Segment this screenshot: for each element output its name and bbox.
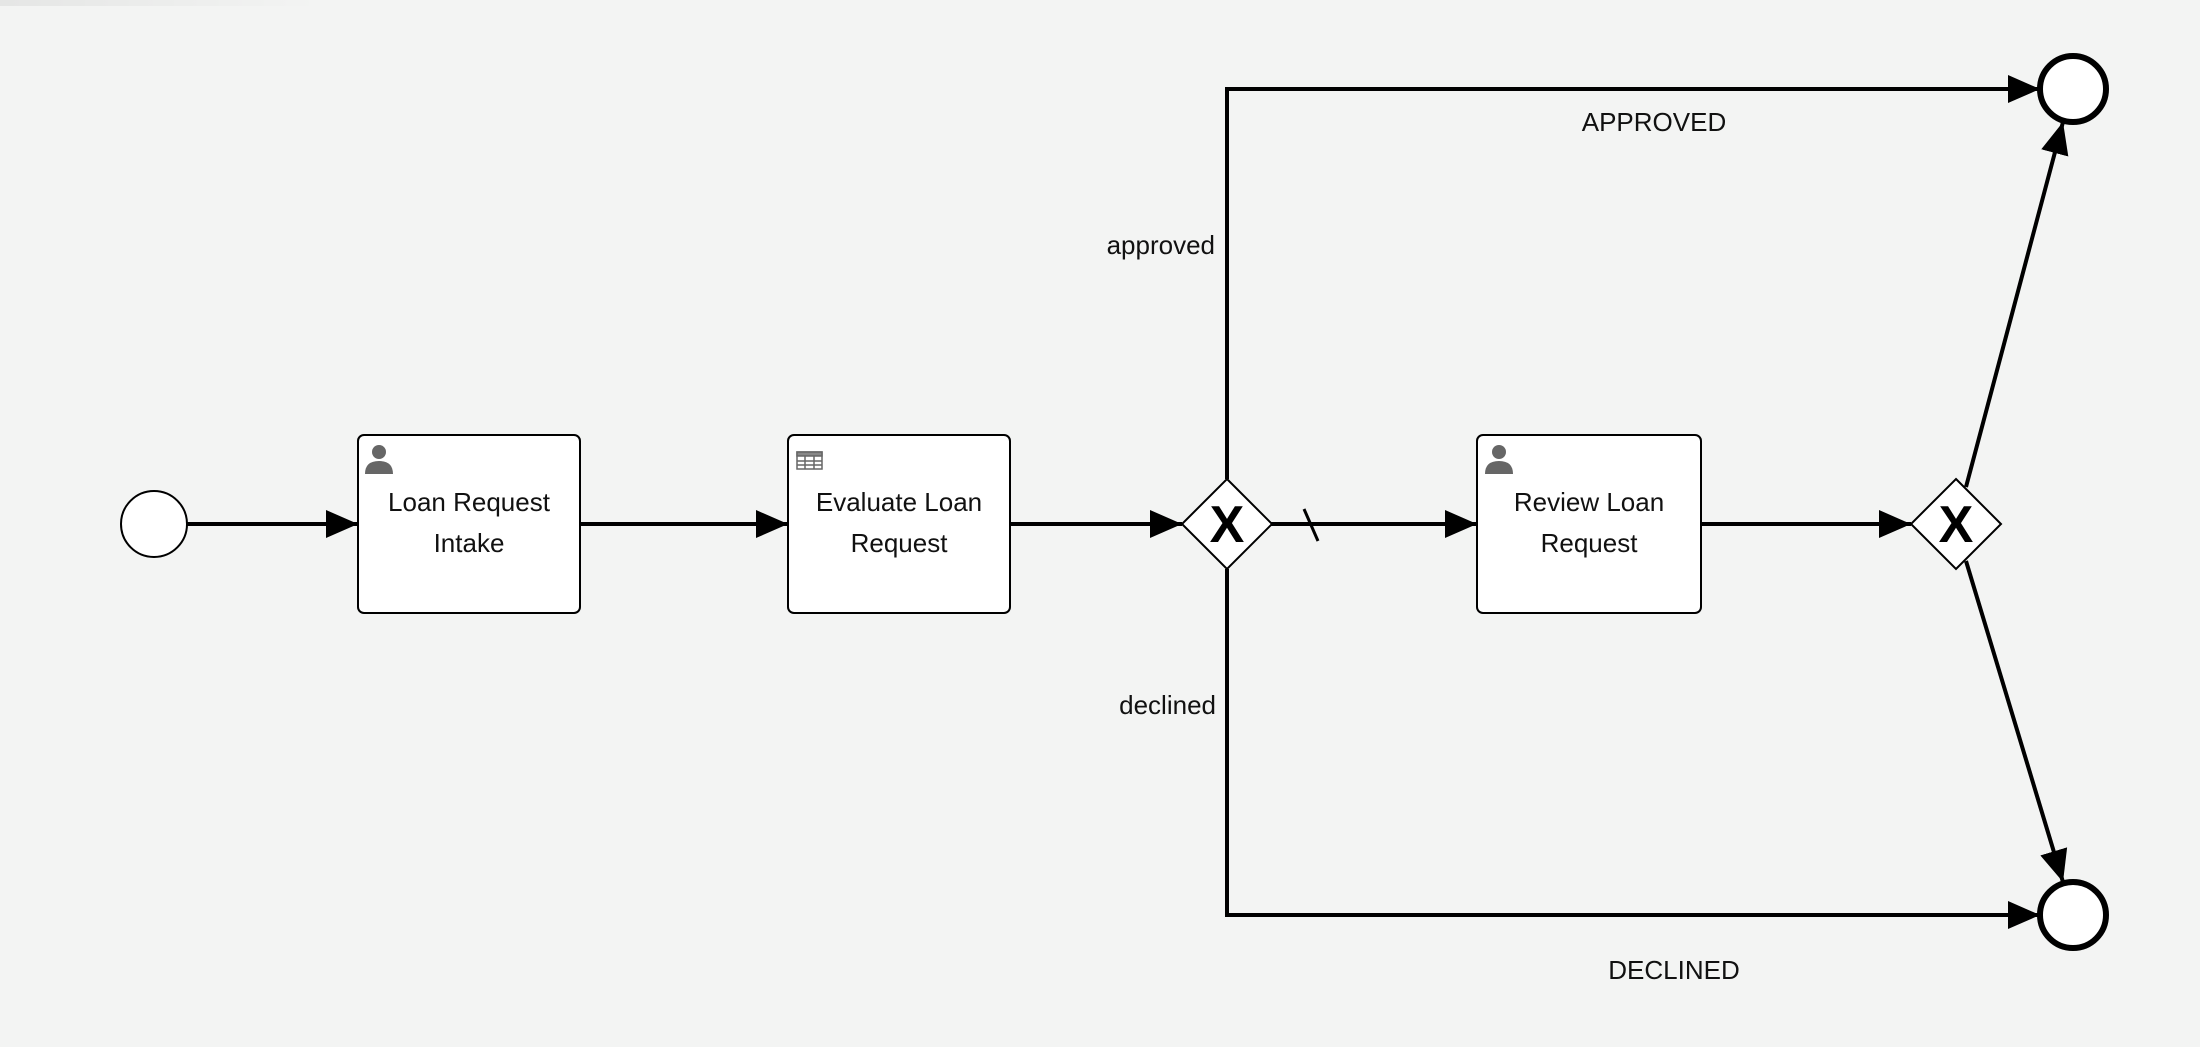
exclusive-gateway-review[interactable]: X [1909,477,2003,571]
default-flow-marker [1302,508,1320,542]
end-event-declined[interactable] [2037,879,2109,951]
flow-label-declined: declined [1119,690,1216,720]
end-label-approved: APPROVED [1582,107,1727,137]
gateway-x-marker: X [1210,496,1245,554]
task-evaluate-loan-request[interactable]: Evaluate Loan Request [787,434,1011,614]
flow-label-approved: approved [1107,230,1215,260]
flow-declined[interactable] [1225,569,2040,929]
flow-approved[interactable] [1225,75,2040,479]
toolbar-shadow [0,0,320,6]
task-label-line1: Loan Request [388,487,551,517]
task-loan-request-intake[interactable]: Loan Request Intake [357,434,581,614]
task-label-line1: Review Loan [1514,487,1664,517]
user-icon [1485,445,1513,474]
task-label-line2: Intake [434,528,505,558]
flow-review-approved[interactable] [1964,121,2069,488]
end-event-approved[interactable] [2037,53,2109,125]
task-label-line1: Evaluate Loan [816,487,982,517]
task-review-loan-request[interactable]: Review Loan Request [1476,434,1702,614]
end-label-declined: DECLINED [1608,955,1739,985]
start-event[interactable] [120,490,188,558]
gateway-x-marker: X [1939,496,1974,554]
flow-review-declined[interactable] [1964,560,2068,883]
user-icon [365,445,393,474]
task-label-line2: Request [1541,528,1639,558]
exclusive-gateway-decision[interactable]: X [1180,477,1274,571]
task-label-line2: Request [851,528,949,558]
table-icon [796,451,823,470]
